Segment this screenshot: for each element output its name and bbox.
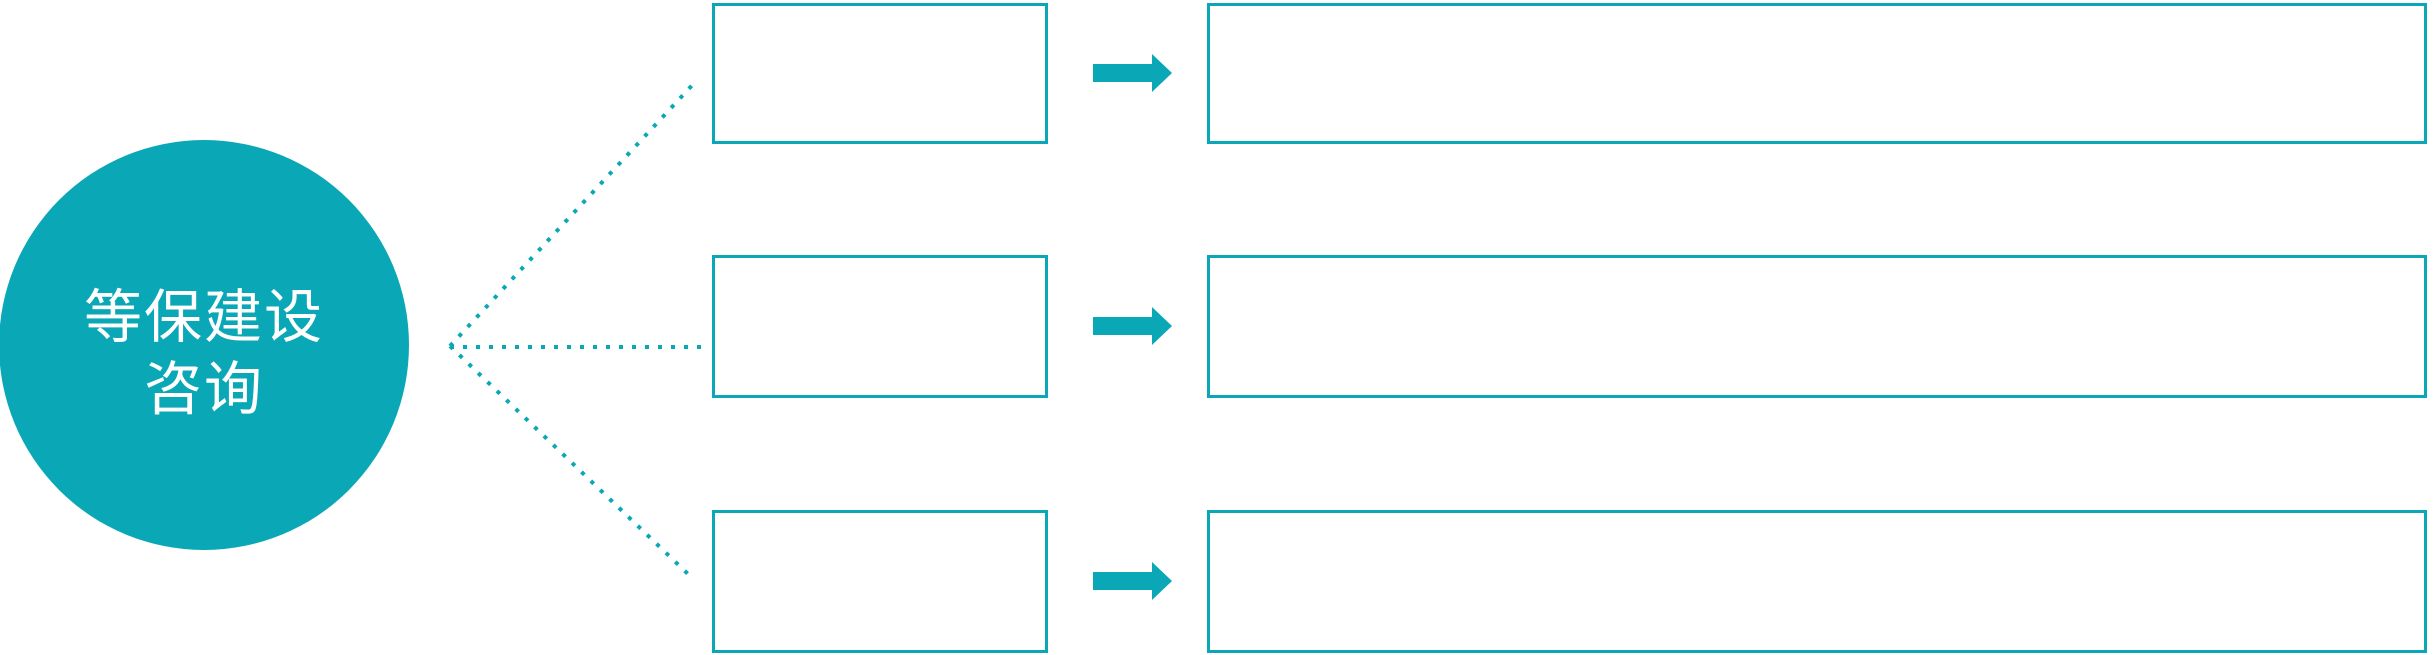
arrow-right-icon [1093,54,1172,92]
description-box [1207,510,2427,653]
hub-label-line2: 咨询 [143,357,264,422]
hub-circle: 等保建设 咨询 [0,140,409,550]
arrow-right-icon [1093,307,1172,345]
description-box [1207,3,2427,144]
sub-item-box [712,510,1048,653]
hub-label-line1: 等保建设 [83,285,324,351]
sub-item-box [712,255,1048,398]
arrow-right-icon [1093,562,1172,600]
sub-item-box [712,3,1048,144]
description-box [1207,255,2427,398]
connector-line-bottom [448,344,690,576]
connector-line-top [448,78,699,348]
